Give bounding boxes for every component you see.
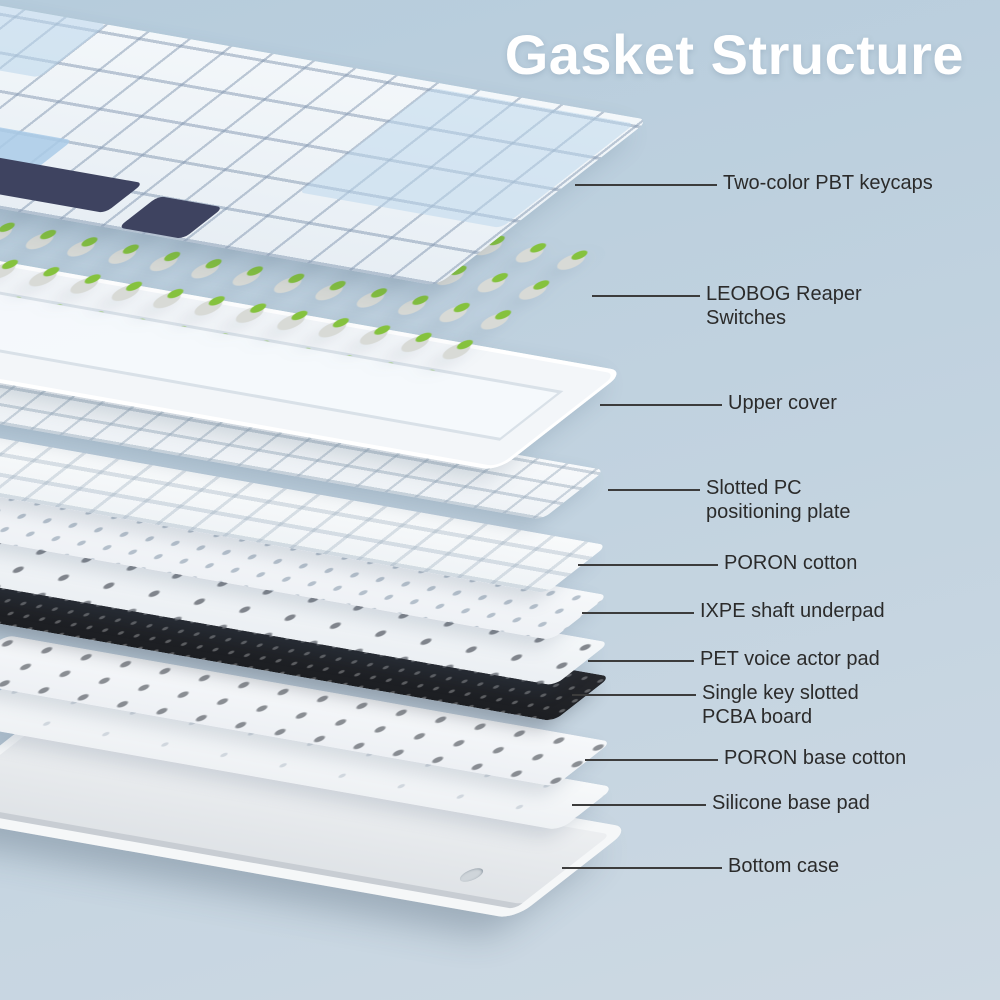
callout-label: Bottom case	[728, 855, 840, 877]
callout-label: PORON cotton	[724, 552, 858, 574]
keycap-spacebar-navy	[0, 156, 144, 213]
callout-line	[592, 295, 700, 297]
keycap-cluster-blue-top-left	[0, 0, 108, 78]
callout-label: PET voice actor pad	[700, 648, 880, 670]
callout-line	[578, 564, 718, 566]
callout-line	[582, 612, 694, 614]
case-badge-icon	[455, 866, 488, 884]
callout-line	[572, 804, 706, 806]
callout-line	[588, 660, 694, 662]
callout-line	[608, 489, 700, 491]
callout-line	[600, 404, 722, 406]
callout-label: Upper cover	[728, 392, 837, 414]
callout-line	[562, 867, 722, 869]
callout-label: IXPE shaft underpad	[700, 600, 885, 622]
callout-line	[575, 184, 717, 186]
callout-label: Slotted PC positioning plate	[706, 477, 851, 524]
callout-line	[585, 759, 718, 761]
callout-line	[572, 694, 696, 696]
callout-label: Two-color PBT keycaps	[723, 172, 933, 194]
callout-label: Silicone base pad	[712, 792, 870, 814]
callout-label: LEOBOG Reaper Switches	[706, 283, 862, 330]
callout-label: PORON base cotton	[724, 747, 907, 769]
keycap-cluster-blue-numpad	[298, 87, 635, 228]
page-title: Gasket Structure	[504, 23, 964, 86]
callout-label: Single key slotted PCBA board	[702, 682, 859, 729]
